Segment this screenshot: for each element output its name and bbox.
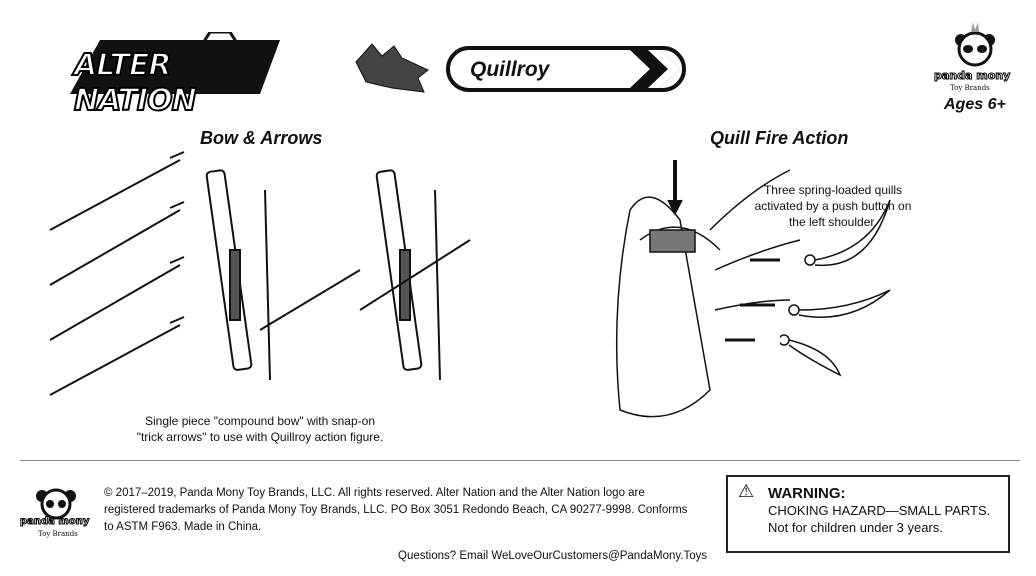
bow-arrows-illustration [49,151,471,396]
contact-email: Questions? Email WeLoveOurCustomers@Pand… [398,550,708,562]
hexagon-logo-icon [70,32,280,94]
quill-section-title: Quill Fire Action [710,128,849,148]
company-sub: Toy Brands [950,84,990,92]
divider [20,460,1020,461]
boar-head-icon [355,43,429,93]
choking-hazard-warning: ⚠ WARNING: CHOKING HAZARD—SMALL PARTS. N… [726,475,1010,553]
company-logo-text: panda mony [933,69,1011,83]
legal-text: © 2017–2019, Panda Mony Toy Brands, LLC.… [104,487,688,533]
age-rating: Ages 6+ [944,96,1006,113]
alter-nation-logo: ALTER NATION [60,32,290,119]
character-name-banner [446,46,686,92]
chevron-right-icon [630,50,680,88]
footer-company-sub: Toy Brands [38,530,78,538]
quillroy-figure-illustration [615,160,801,418]
bow-section-title: Bow & Arrows [200,128,323,148]
panda-logo-icon [36,488,76,520]
quill-caption: Three spring-loaded quills activated by … [754,183,912,229]
character-name: Quillroy [470,58,550,81]
panda-logo-icon [955,22,995,67]
footer-company-logo-text: panda mony [19,516,90,528]
quills-illustration [780,199,891,377]
bow-caption: Single piece "compound bow" with snap-on… [136,414,384,444]
warning-triangle-icon: ⚠ [738,481,755,501]
